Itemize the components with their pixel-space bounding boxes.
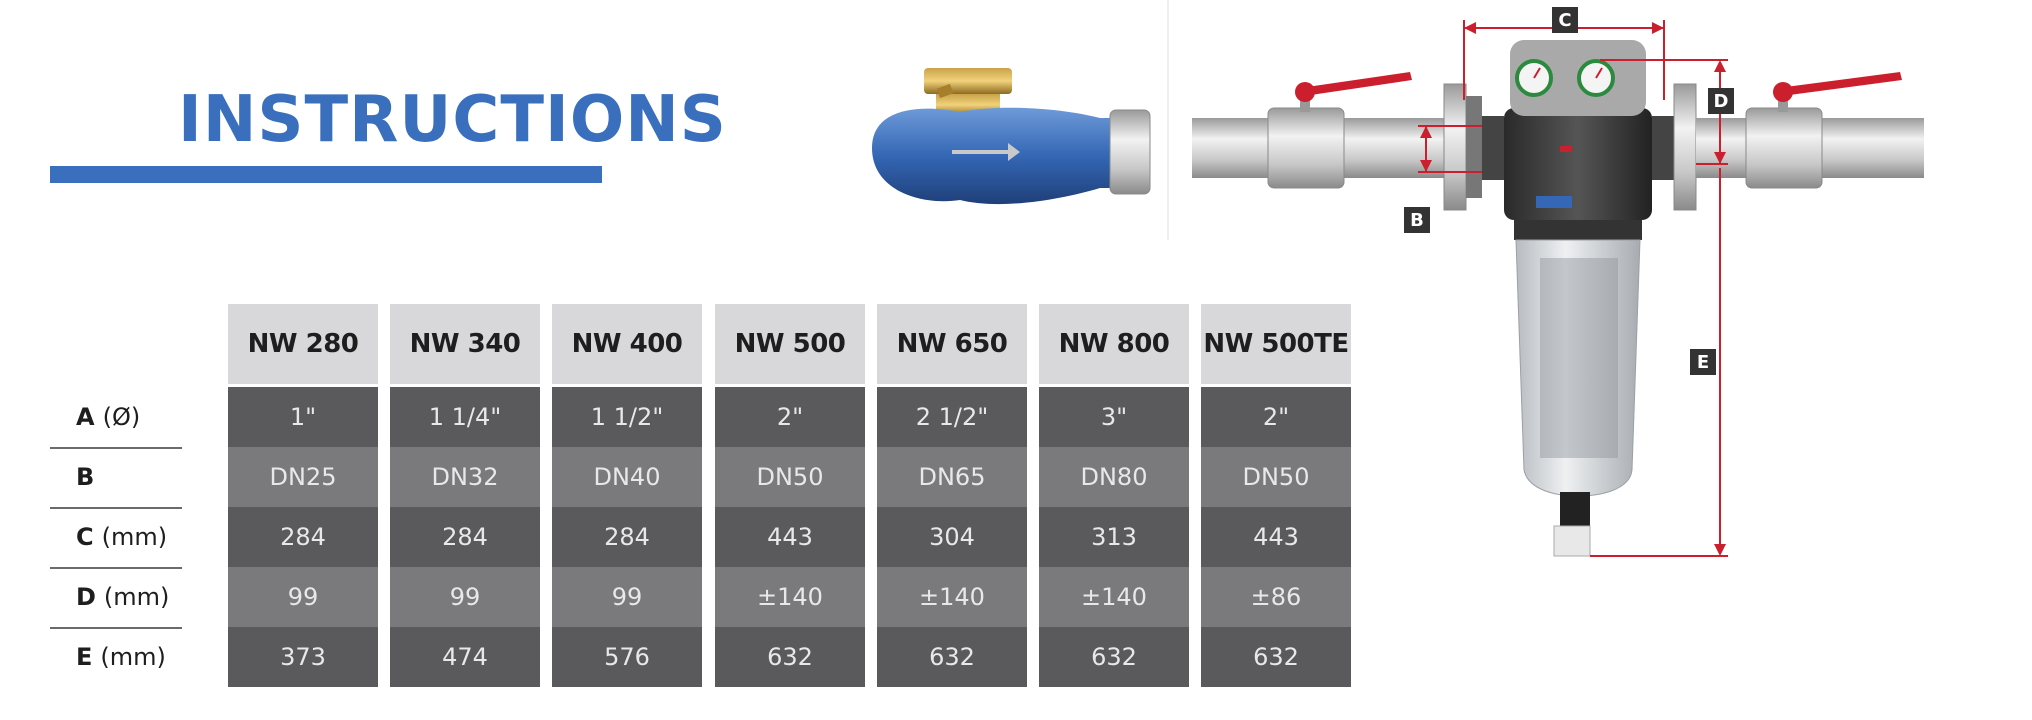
row-letter: B bbox=[76, 463, 95, 491]
table-cell: DN50 bbox=[715, 447, 865, 507]
table-cell: 2 1/2" bbox=[877, 387, 1027, 447]
table-cell: ±140 bbox=[877, 567, 1027, 627]
table-cell: 3" bbox=[1039, 387, 1189, 447]
column-header-nw340: NW 340 bbox=[390, 304, 540, 384]
row-unit: (Ø) bbox=[102, 403, 141, 431]
column-header-nw650: NW 650 bbox=[877, 304, 1027, 384]
row-divider bbox=[50, 627, 182, 629]
row-divider bbox=[50, 447, 182, 449]
column-header-nw500te: NW 500TE bbox=[1201, 304, 1351, 384]
table-cell: 1 1/2" bbox=[552, 387, 702, 447]
table-cell: 1 1/4" bbox=[390, 387, 540, 447]
table-cell: 632 bbox=[877, 627, 1027, 687]
table-cell: 576 bbox=[552, 627, 702, 687]
row-unit: (mm) bbox=[100, 643, 166, 671]
row-label-a: A (Ø) bbox=[76, 387, 186, 447]
column-header-nw280: NW 280 bbox=[228, 304, 378, 384]
table-cell: DN40 bbox=[552, 447, 702, 507]
dimension-label-e: E bbox=[1690, 349, 1716, 375]
table-cell: 313 bbox=[1039, 507, 1189, 567]
table-cell: DN80 bbox=[1039, 447, 1189, 507]
row-label-b: B bbox=[76, 447, 186, 507]
right-valve bbox=[1673, 72, 1924, 211]
row-unit: (mm) bbox=[103, 583, 170, 611]
column-header-nw800: NW 800 bbox=[1039, 304, 1189, 384]
table-cell: 284 bbox=[390, 507, 540, 567]
table-cell: 632 bbox=[715, 627, 865, 687]
table-cell: 443 bbox=[715, 507, 865, 567]
table-cell: 2" bbox=[1201, 387, 1351, 447]
row-label-d: D (mm) bbox=[76, 567, 186, 627]
table-cell: 474 bbox=[390, 627, 540, 687]
dimension-label-b: B bbox=[1404, 207, 1430, 233]
table-cell: 443 bbox=[1201, 507, 1351, 567]
row-unit: (mm) bbox=[101, 523, 168, 551]
row-divider bbox=[50, 567, 182, 569]
water-meter bbox=[872, 68, 1151, 205]
table-cell: 1" bbox=[228, 387, 378, 447]
row-letter: A bbox=[76, 403, 95, 431]
title-underline bbox=[50, 166, 602, 183]
row-letter: D bbox=[76, 583, 96, 611]
table-cell: 99 bbox=[390, 567, 540, 627]
table-cell: 284 bbox=[228, 507, 378, 567]
table-cell: ±86 bbox=[1201, 567, 1351, 627]
table-cell: 99 bbox=[228, 567, 378, 627]
table-cell: 632 bbox=[1201, 627, 1351, 687]
table-cell: ±140 bbox=[1039, 567, 1189, 627]
table-cell: DN65 bbox=[877, 447, 1027, 507]
table-cell: DN25 bbox=[228, 447, 378, 507]
row-label-e: E (mm) bbox=[76, 627, 186, 687]
table-cell: 632 bbox=[1039, 627, 1189, 687]
row-letter: E bbox=[76, 643, 93, 671]
table-cell: ±140 bbox=[715, 567, 865, 627]
table-cell: 304 bbox=[877, 507, 1027, 567]
column-header-nw500: NW 500 bbox=[715, 304, 865, 384]
dimension-label-c: C bbox=[1552, 7, 1578, 33]
table-cell: 284 bbox=[552, 507, 702, 567]
table-cell: 2" bbox=[715, 387, 865, 447]
table-cell: DN50 bbox=[1201, 447, 1351, 507]
row-letter: C bbox=[76, 523, 94, 551]
row-label-c: C (mm) bbox=[76, 507, 186, 567]
table-cell: 373 bbox=[228, 627, 378, 687]
dimension-arrows bbox=[1420, 22, 1726, 556]
row-divider bbox=[50, 507, 182, 509]
column-header-nw400: NW 400 bbox=[552, 304, 702, 384]
filter-unit bbox=[1482, 40, 1674, 557]
page-title: INSTRUCTIONS bbox=[178, 83, 727, 157]
table-cell: DN32 bbox=[390, 447, 540, 507]
left-valve bbox=[1192, 72, 1482, 211]
table-cell: 99 bbox=[552, 567, 702, 627]
dimension-label-d: D bbox=[1708, 88, 1734, 114]
